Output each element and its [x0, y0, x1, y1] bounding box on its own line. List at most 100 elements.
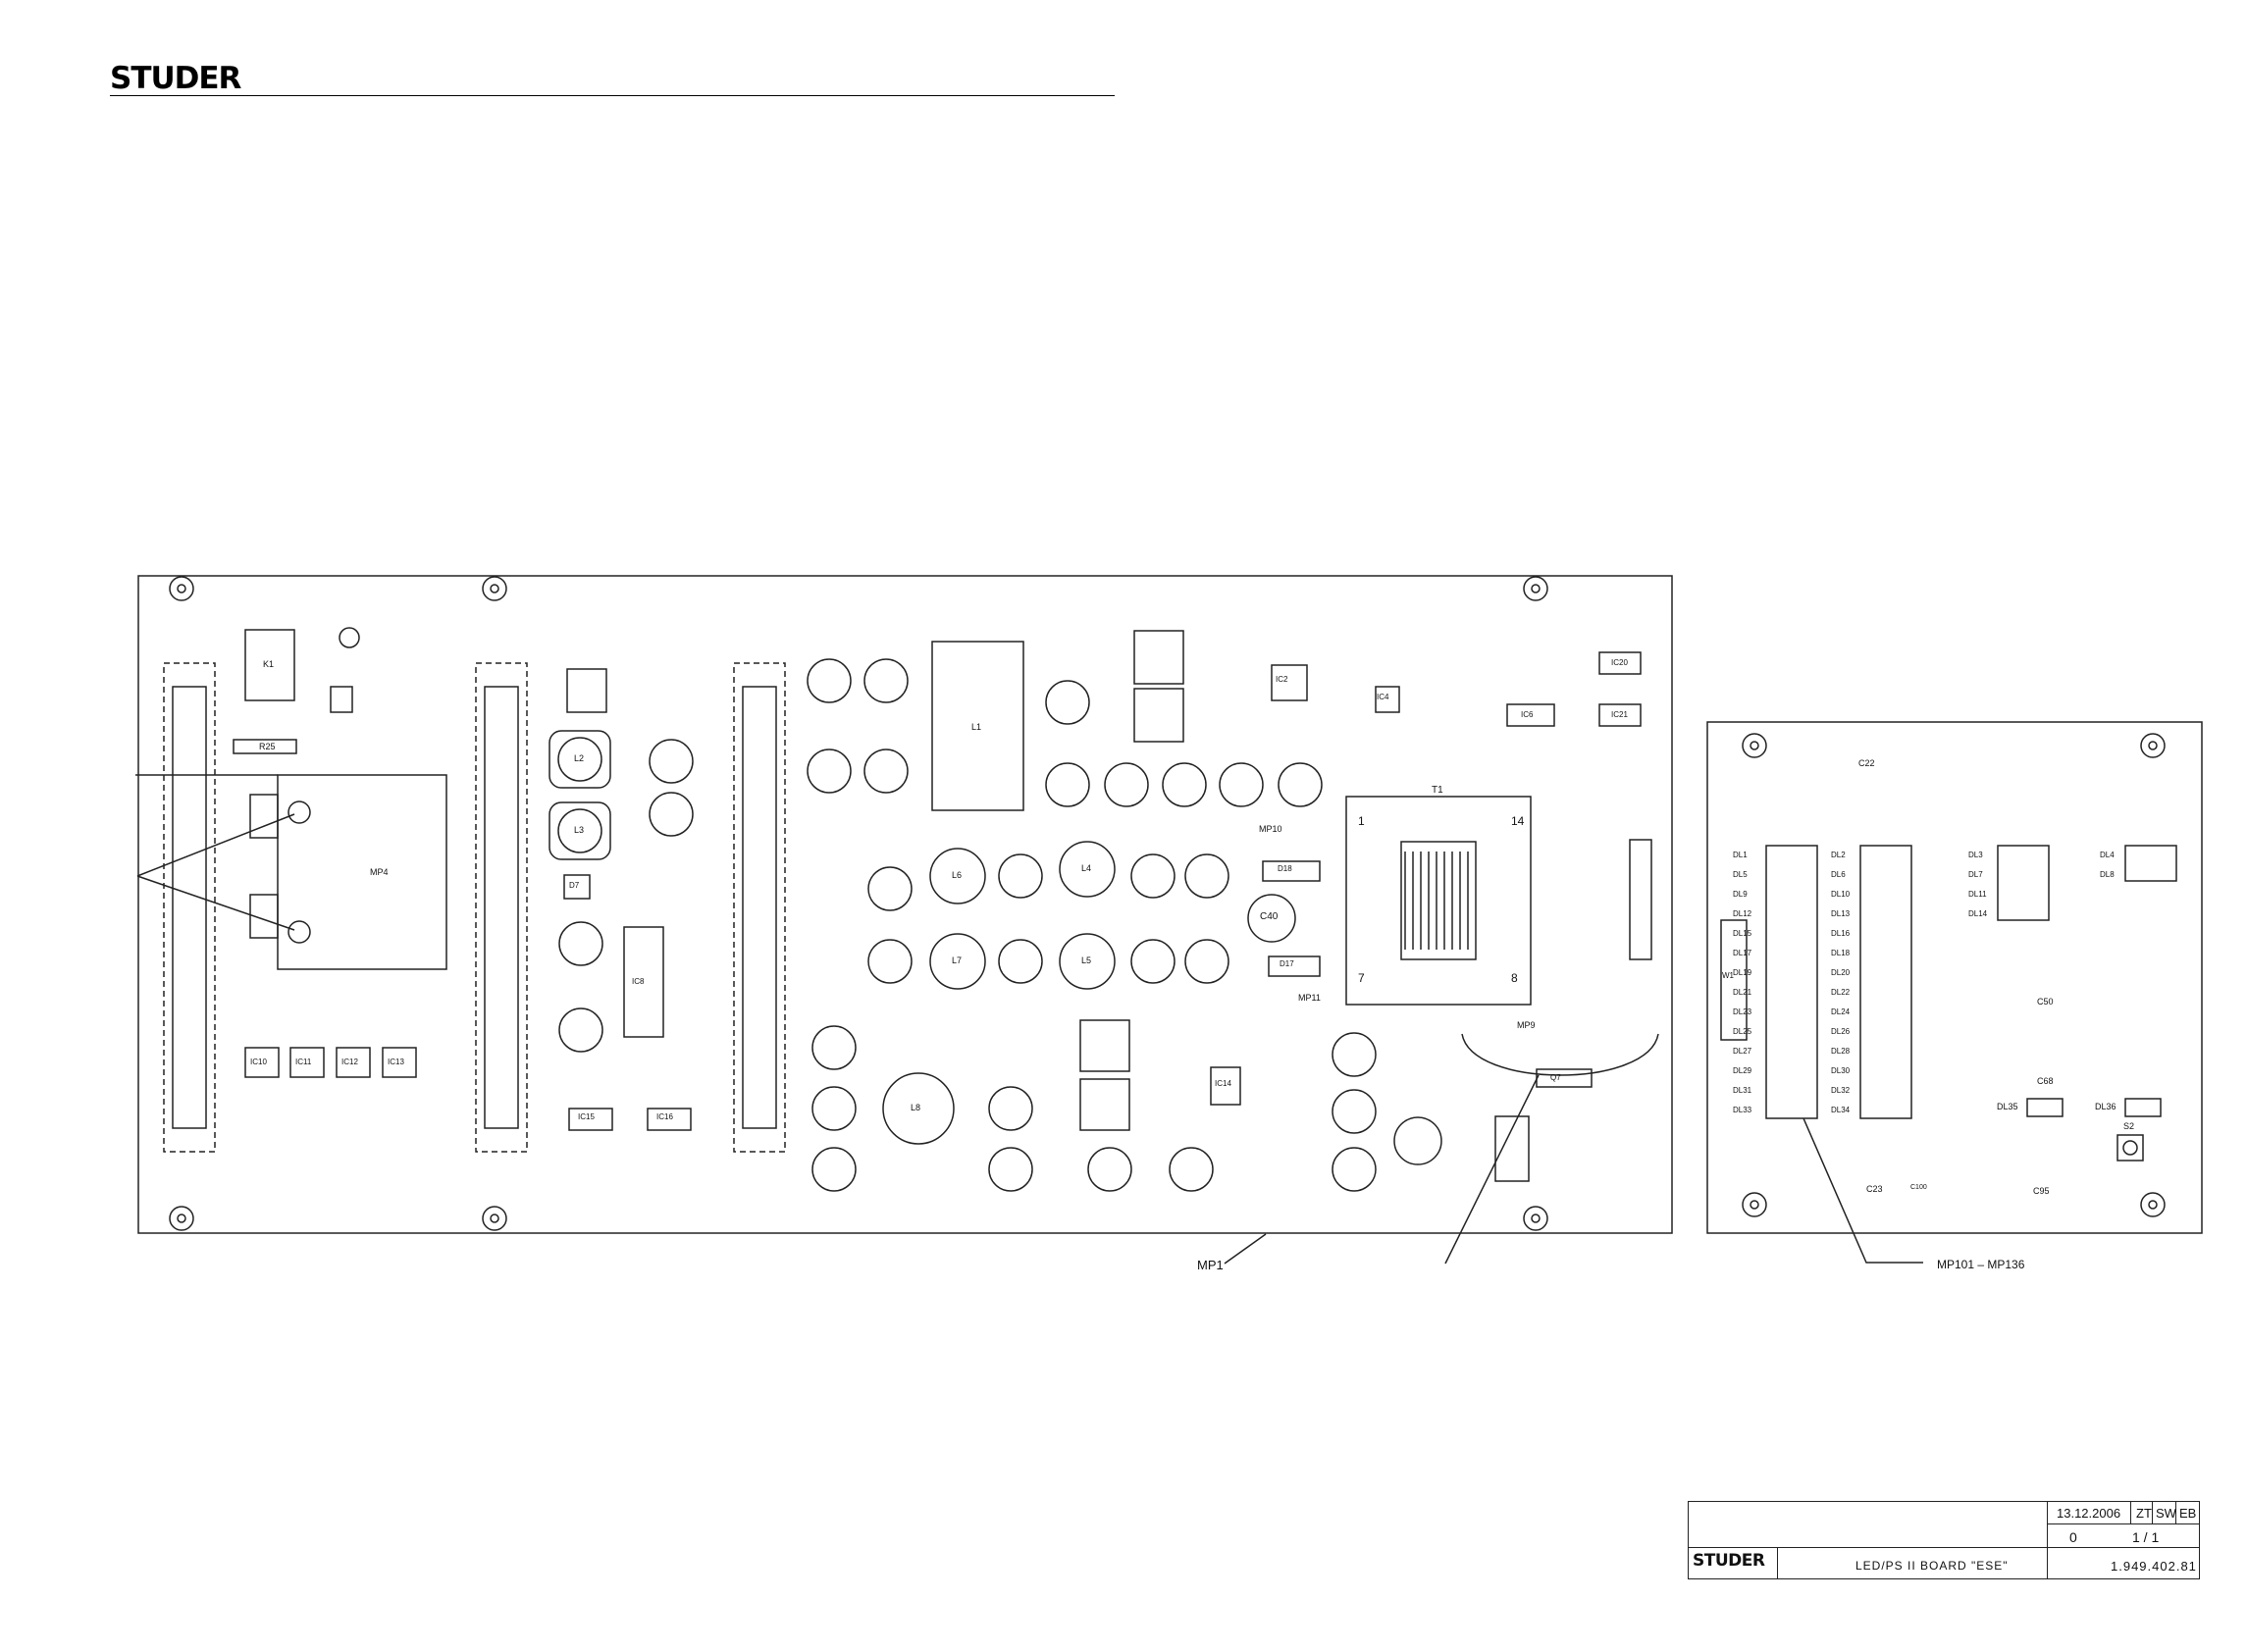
dashed-connectors — [163, 662, 786, 1153]
connector-w1 — [1720, 919, 1748, 1041]
mp1-leader — [1224, 1233, 1267, 1265]
label-d7: D7 — [569, 881, 580, 890]
label-ic13: IC13 — [388, 1058, 404, 1066]
mp9-leader — [1444, 1074, 1540, 1265]
capacitors-bottom — [811, 1025, 1442, 1192]
inductor-l1 — [931, 641, 1024, 811]
label-ic16: IC16 — [656, 1112, 673, 1121]
mounting-holes — [169, 576, 1548, 1231]
label-c95: C95 — [2033, 1186, 2050, 1196]
title-block-doc-number: 1.949.402.81 — [2111, 1559, 2197, 1574]
main-board-outline — [137, 575, 1673, 1234]
led-column-1 — [1765, 845, 1818, 1119]
label-ic14: IC14 — [1215, 1079, 1231, 1088]
mp101-leader — [1803, 1117, 1923, 1264]
label-dl36: DL36 — [2095, 1102, 2116, 1111]
label-mp9: MP9 — [1517, 1020, 1536, 1030]
label-s2: S2 — [2123, 1121, 2135, 1131]
connector-bodies — [172, 686, 777, 1129]
label-ic20: IC20 — [1611, 658, 1628, 667]
label-ic11: IC11 — [295, 1058, 312, 1066]
label-w1: W1 — [1722, 971, 1734, 980]
label-c22: C22 — [1858, 758, 1875, 768]
title-block-initial-1: ZT — [2136, 1506, 2152, 1521]
inductors-middle — [549, 730, 1296, 1053]
label-d17: D17 — [1280, 959, 1294, 968]
title-block-title: LED/PS II BOARD "ESE" — [1855, 1559, 2009, 1573]
diode-d7 — [563, 874, 591, 900]
label-l3: L3 — [574, 825, 585, 835]
heatsink-mp9 — [1461, 1033, 1659, 1076]
label-mp101-mp136: MP101 – MP136 — [1937, 1258, 2025, 1271]
led-column-2 — [1859, 845, 1912, 1119]
label-q7: Q7 — [1550, 1073, 1561, 1082]
led-board-holes — [1742, 733, 2166, 1217]
transistor-q7 — [1536, 1068, 1593, 1088]
led-dl35 — [2026, 1098, 2064, 1117]
title-block-page: 1 / 1 — [2132, 1529, 2160, 1545]
relay-k1 — [244, 629, 295, 701]
title-block-initial-2: SW — [2156, 1506, 2176, 1521]
label-ic2: IC2 — [1276, 675, 1288, 684]
capacitors-top-row — [807, 658, 1323, 807]
label-c23: C23 — [1866, 1184, 1883, 1194]
switch-s2-knob — [2122, 1140, 2138, 1156]
label-ic6: IC6 — [1521, 710, 1534, 719]
diode-d17 — [1268, 955, 1321, 977]
label-k1: K1 — [263, 659, 275, 669]
trimmer — [339, 627, 360, 648]
led-column-3 — [1997, 845, 2050, 921]
component-r6 — [1629, 839, 1652, 960]
regulator-q4 — [1133, 688, 1184, 743]
label-t1: T1 — [1432, 785, 1443, 796]
label-mp4: MP4 — [370, 867, 389, 877]
title-block-initial-3: EB — [2179, 1506, 2197, 1521]
label-l6: L6 — [952, 870, 963, 880]
switch-s2 — [2116, 1134, 2144, 1162]
ic8-dip — [623, 926, 664, 1038]
led-board-outline — [1706, 721, 2203, 1234]
header-rule — [110, 95, 1115, 96]
label-l8: L8 — [911, 1103, 921, 1112]
led-column-4 — [2124, 845, 2177, 882]
studer-logo: STUDER — [110, 61, 241, 96]
title-block-index: 0 — [2069, 1529, 2077, 1545]
label-t1-pin-1: 1 — [1358, 814, 1365, 828]
label-ic4: IC4 — [1377, 693, 1389, 701]
regulator-q1 — [1079, 1019, 1130, 1072]
label-dl35: DL35 — [1997, 1102, 2018, 1111]
label-t1-pin-14: 14 — [1511, 814, 1525, 828]
label-l2: L2 — [574, 753, 585, 763]
label-ic21: IC21 — [1611, 710, 1628, 719]
label-l4: L4 — [1081, 863, 1092, 873]
label-c100: C100 — [1910, 1184, 1927, 1191]
label-c68: C68 — [2037, 1076, 2054, 1086]
label-ic10: IC10 — [250, 1058, 267, 1066]
title-block: STUDER 13.12.2006 ZT SW EB 0 1 / 1 LED/P… — [1688, 1501, 2200, 1579]
label-d18: D18 — [1278, 864, 1292, 873]
label-r25: R25 — [259, 742, 276, 751]
label-ic12: IC12 — [341, 1058, 358, 1066]
regulator-q3 — [1133, 630, 1184, 685]
regulator-q5 — [566, 668, 607, 713]
mp4-heatsink — [135, 774, 447, 970]
label-c50: C50 — [2037, 997, 2054, 1007]
label-mp11: MP11 — [1298, 993, 1321, 1003]
title-block-date: 13.12.2006 — [2057, 1506, 2121, 1521]
label-ic15: IC15 — [578, 1112, 595, 1121]
ic17 — [1494, 1115, 1530, 1182]
transformer-t1 — [1345, 796, 1532, 1006]
label-l5: L5 — [1081, 955, 1092, 965]
regulator-q2 — [1079, 1078, 1130, 1131]
label-mp1: MP1 — [1197, 1258, 1224, 1272]
label-t1-pin-8: 8 — [1511, 971, 1518, 985]
small-ics — [244, 651, 1642, 1131]
label-mp10: MP10 — [1259, 824, 1282, 834]
label-l1: L1 — [971, 722, 982, 732]
label-t1-pin-7: 7 — [1358, 971, 1365, 985]
